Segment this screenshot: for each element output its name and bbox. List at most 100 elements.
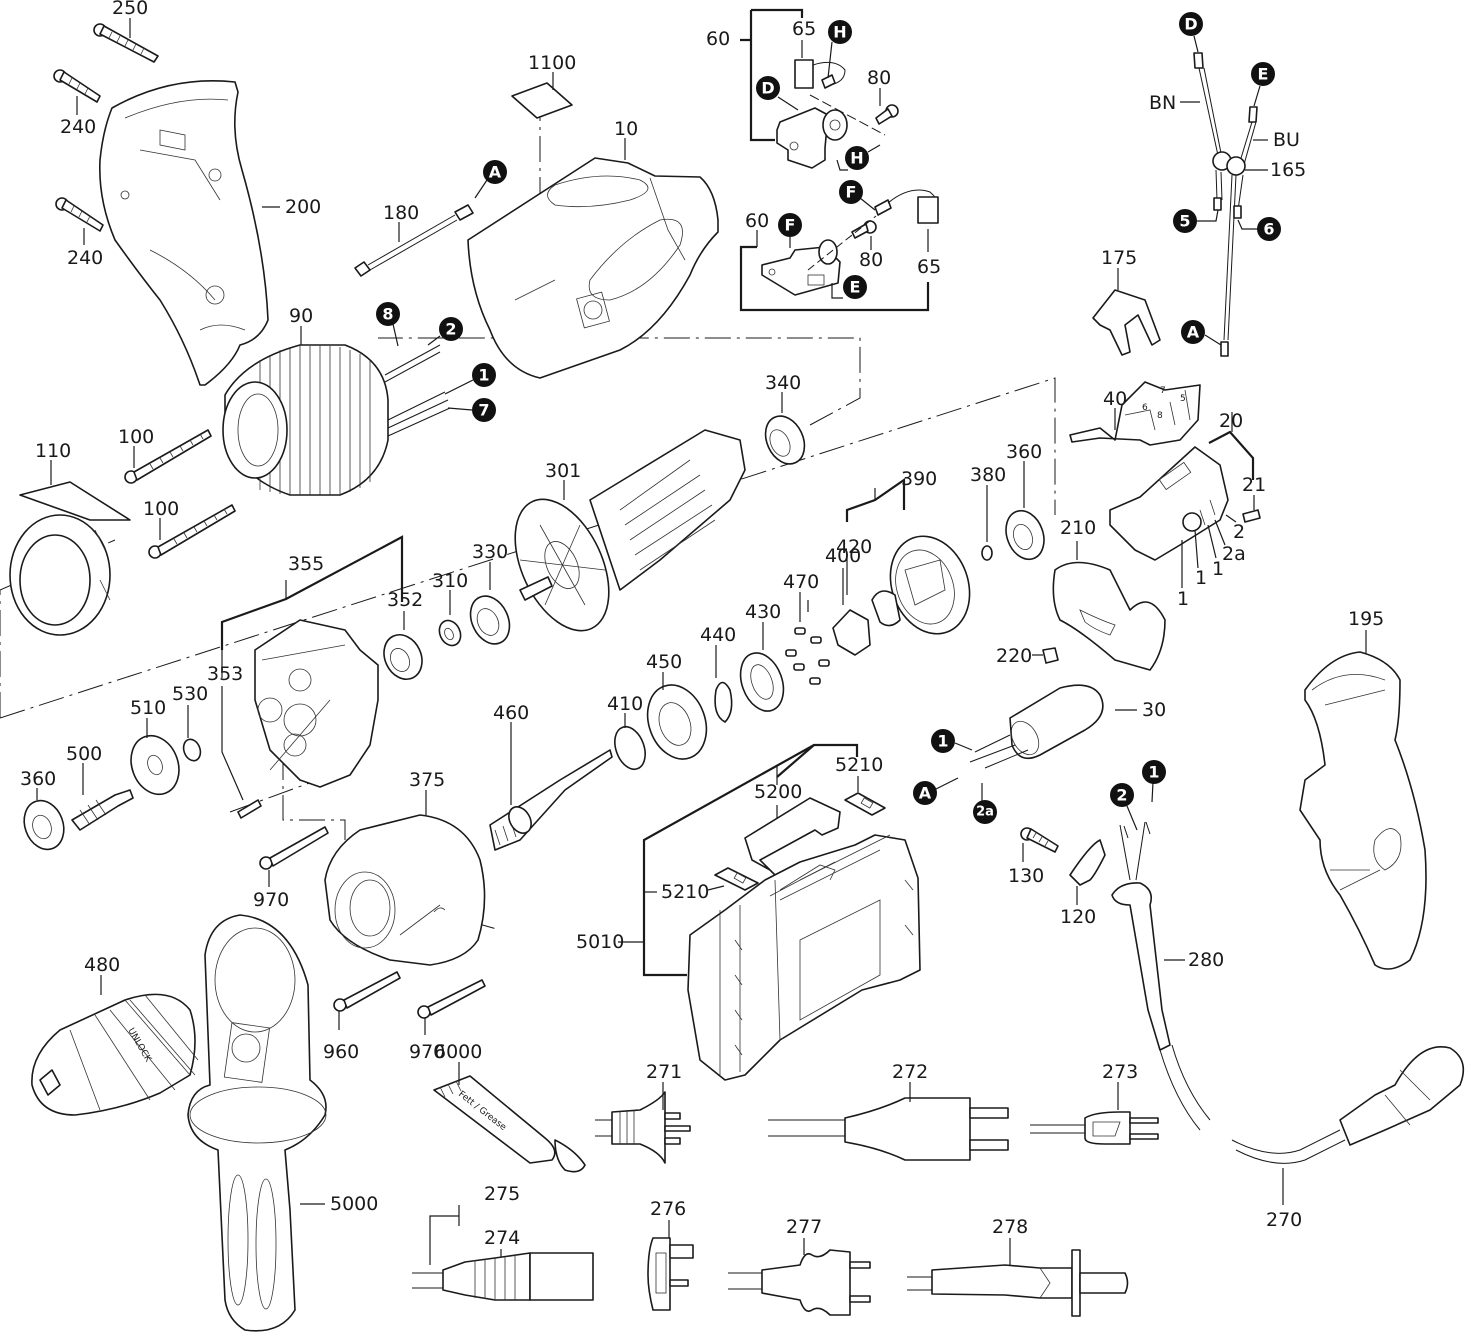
part-80-screw-upper[interactable] xyxy=(875,104,899,125)
part-271-plug[interactable] xyxy=(595,1091,691,1164)
badge-6: 6 xyxy=(1237,217,1281,241)
svg-text:1: 1 xyxy=(478,366,489,385)
part-450-bearing[interactable] xyxy=(638,677,717,768)
part-5210-latch-left[interactable] xyxy=(714,867,759,891)
part-400-clutch[interactable] xyxy=(832,609,871,656)
part-510-gear[interactable] xyxy=(123,729,187,801)
label-250: 250 xyxy=(112,0,148,19)
label-460: 460 xyxy=(493,702,529,724)
label-353: 353 xyxy=(207,663,243,685)
part-440-circlip[interactable] xyxy=(714,681,733,723)
part-5010-carry-case[interactable] xyxy=(687,834,921,1081)
part-390-gear[interactable] xyxy=(877,525,983,645)
part-240-screw-upper[interactable] xyxy=(53,69,101,103)
part-5200-case-handle[interactable] xyxy=(744,797,841,876)
part-65-carbon-brush-lower[interactable] xyxy=(874,189,939,224)
part-360-bearing-lower[interactable] xyxy=(18,795,71,855)
part-970-screw-upper[interactable] xyxy=(259,826,329,870)
label-65-upper: 65 xyxy=(792,18,816,40)
label-960: 960 xyxy=(323,1041,359,1063)
part-210-trigger[interactable] xyxy=(1052,561,1166,671)
label-65-lower: 65 xyxy=(917,256,941,278)
part-6000-grease-tube[interactable]: Fett / Grease xyxy=(433,1075,586,1173)
switch-terminal-6: 6 xyxy=(1142,403,1148,413)
part-165-wiring-harness[interactable] xyxy=(1193,52,1258,357)
part-410-retaining-ring[interactable] xyxy=(609,723,650,774)
part-375-gear-cover[interactable] xyxy=(324,814,486,966)
part-420-spring-plate[interactable] xyxy=(871,590,901,627)
part-200-housing-half[interactable] xyxy=(98,79,269,386)
part-30-capacitor[interactable] xyxy=(969,684,1104,769)
part-90-field-coil[interactable] xyxy=(222,344,451,496)
part-277-plug[interactable] xyxy=(728,1249,871,1316)
part-460-spindle[interactable] xyxy=(489,749,613,851)
part-1100-label-plate[interactable] xyxy=(511,82,573,119)
part-430-clutch-plate[interactable] xyxy=(733,647,791,717)
svg-text:2a: 2a xyxy=(976,805,994,820)
part-5000-side-handle[interactable] xyxy=(187,914,327,1332)
part-120-cord-clamp[interactable] xyxy=(1069,839,1106,886)
label-410: 410 xyxy=(607,693,643,715)
part-355-gear-housing[interactable] xyxy=(254,619,379,788)
part-301-armature[interactable] xyxy=(496,429,746,645)
label-90: 90 xyxy=(289,305,313,327)
part-40-switch-contact[interactable]: 7 6 8 5 xyxy=(1069,381,1201,446)
label-450: 450 xyxy=(646,651,682,673)
part-270-mains-cable[interactable] xyxy=(1231,1046,1465,1164)
badge-1: 1 xyxy=(444,363,496,395)
part-65-carbon-brush-upper[interactable] xyxy=(794,59,846,89)
part-276-uk-plug[interactable] xyxy=(647,1237,694,1311)
part-360-bearing-upper[interactable] xyxy=(1000,505,1051,564)
part-240-screw-lower[interactable] xyxy=(55,197,104,232)
part-278-plug[interactable] xyxy=(907,1249,1129,1317)
part-80-screw-lower[interactable] xyxy=(851,220,877,239)
part-100-screw-upper[interactable] xyxy=(124,429,212,484)
part-480-chuck[interactable]: UNLOCK xyxy=(31,993,199,1116)
part-330-bearing[interactable] xyxy=(463,590,517,651)
part-100-screw-lower[interactable] xyxy=(148,504,236,559)
part-970-screw-lower[interactable] xyxy=(417,979,486,1019)
part-10-motor-housing[interactable] xyxy=(467,157,719,379)
part-5210-latch-right[interactable] xyxy=(844,792,886,816)
label-240-lower: 240 xyxy=(67,247,103,269)
part-470-rollers[interactable] xyxy=(785,627,830,685)
label-165: 165 xyxy=(1270,159,1306,181)
part-340-bearing[interactable] xyxy=(758,410,812,471)
part-175-clip[interactable] xyxy=(1092,289,1161,356)
part-530-washer[interactable] xyxy=(181,737,204,763)
part-273-plug[interactable] xyxy=(1030,1111,1159,1145)
badge-F-holder: F xyxy=(778,213,802,248)
svg-text:E: E xyxy=(850,278,861,297)
part-353-pin[interactable] xyxy=(237,799,262,819)
svg-text:D: D xyxy=(1184,15,1197,34)
label-380: 380 xyxy=(970,464,1006,486)
part-310-washer[interactable] xyxy=(435,617,464,649)
label-100-upper: 100 xyxy=(118,426,154,448)
svg-text:5: 5 xyxy=(1179,212,1190,231)
part-130-screw[interactable] xyxy=(1020,827,1059,853)
part-500-pinion[interactable] xyxy=(71,789,134,831)
part-195-handle-half[interactable] xyxy=(1299,651,1427,970)
part-180-cable[interactable] xyxy=(354,204,474,277)
label-120: 120 xyxy=(1060,906,1096,928)
part-110-baffle-ring[interactable] xyxy=(9,481,131,636)
part-21-screw[interactable] xyxy=(1242,509,1261,523)
part-274-cee-connector[interactable] xyxy=(412,1252,594,1301)
part-60-brush-holder-lower[interactable] xyxy=(761,239,841,296)
label-301: 301 xyxy=(545,460,581,482)
switch-terminal-7: 7 xyxy=(1160,386,1166,396)
part-960-screw[interactable] xyxy=(333,971,401,1012)
part-272-plug[interactable] xyxy=(768,1097,1009,1161)
part-280-cord-guard[interactable] xyxy=(1111,821,1211,1131)
part-60-brush-holder-upper[interactable] xyxy=(776,107,848,169)
part-380-circlip[interactable] xyxy=(981,545,993,561)
label-60-lower: 60 xyxy=(745,210,769,232)
label-130: 130 xyxy=(1008,865,1044,887)
part-220-screw[interactable] xyxy=(1042,647,1059,664)
part-20-switch[interactable] xyxy=(1109,446,1229,561)
part-250-screw[interactable] xyxy=(93,23,159,63)
label-21: 21 xyxy=(1242,474,1266,496)
label-271: 271 xyxy=(646,1061,682,1083)
svg-text:1: 1 xyxy=(1148,763,1159,782)
part-352-bearing-ring[interactable] xyxy=(377,629,429,686)
